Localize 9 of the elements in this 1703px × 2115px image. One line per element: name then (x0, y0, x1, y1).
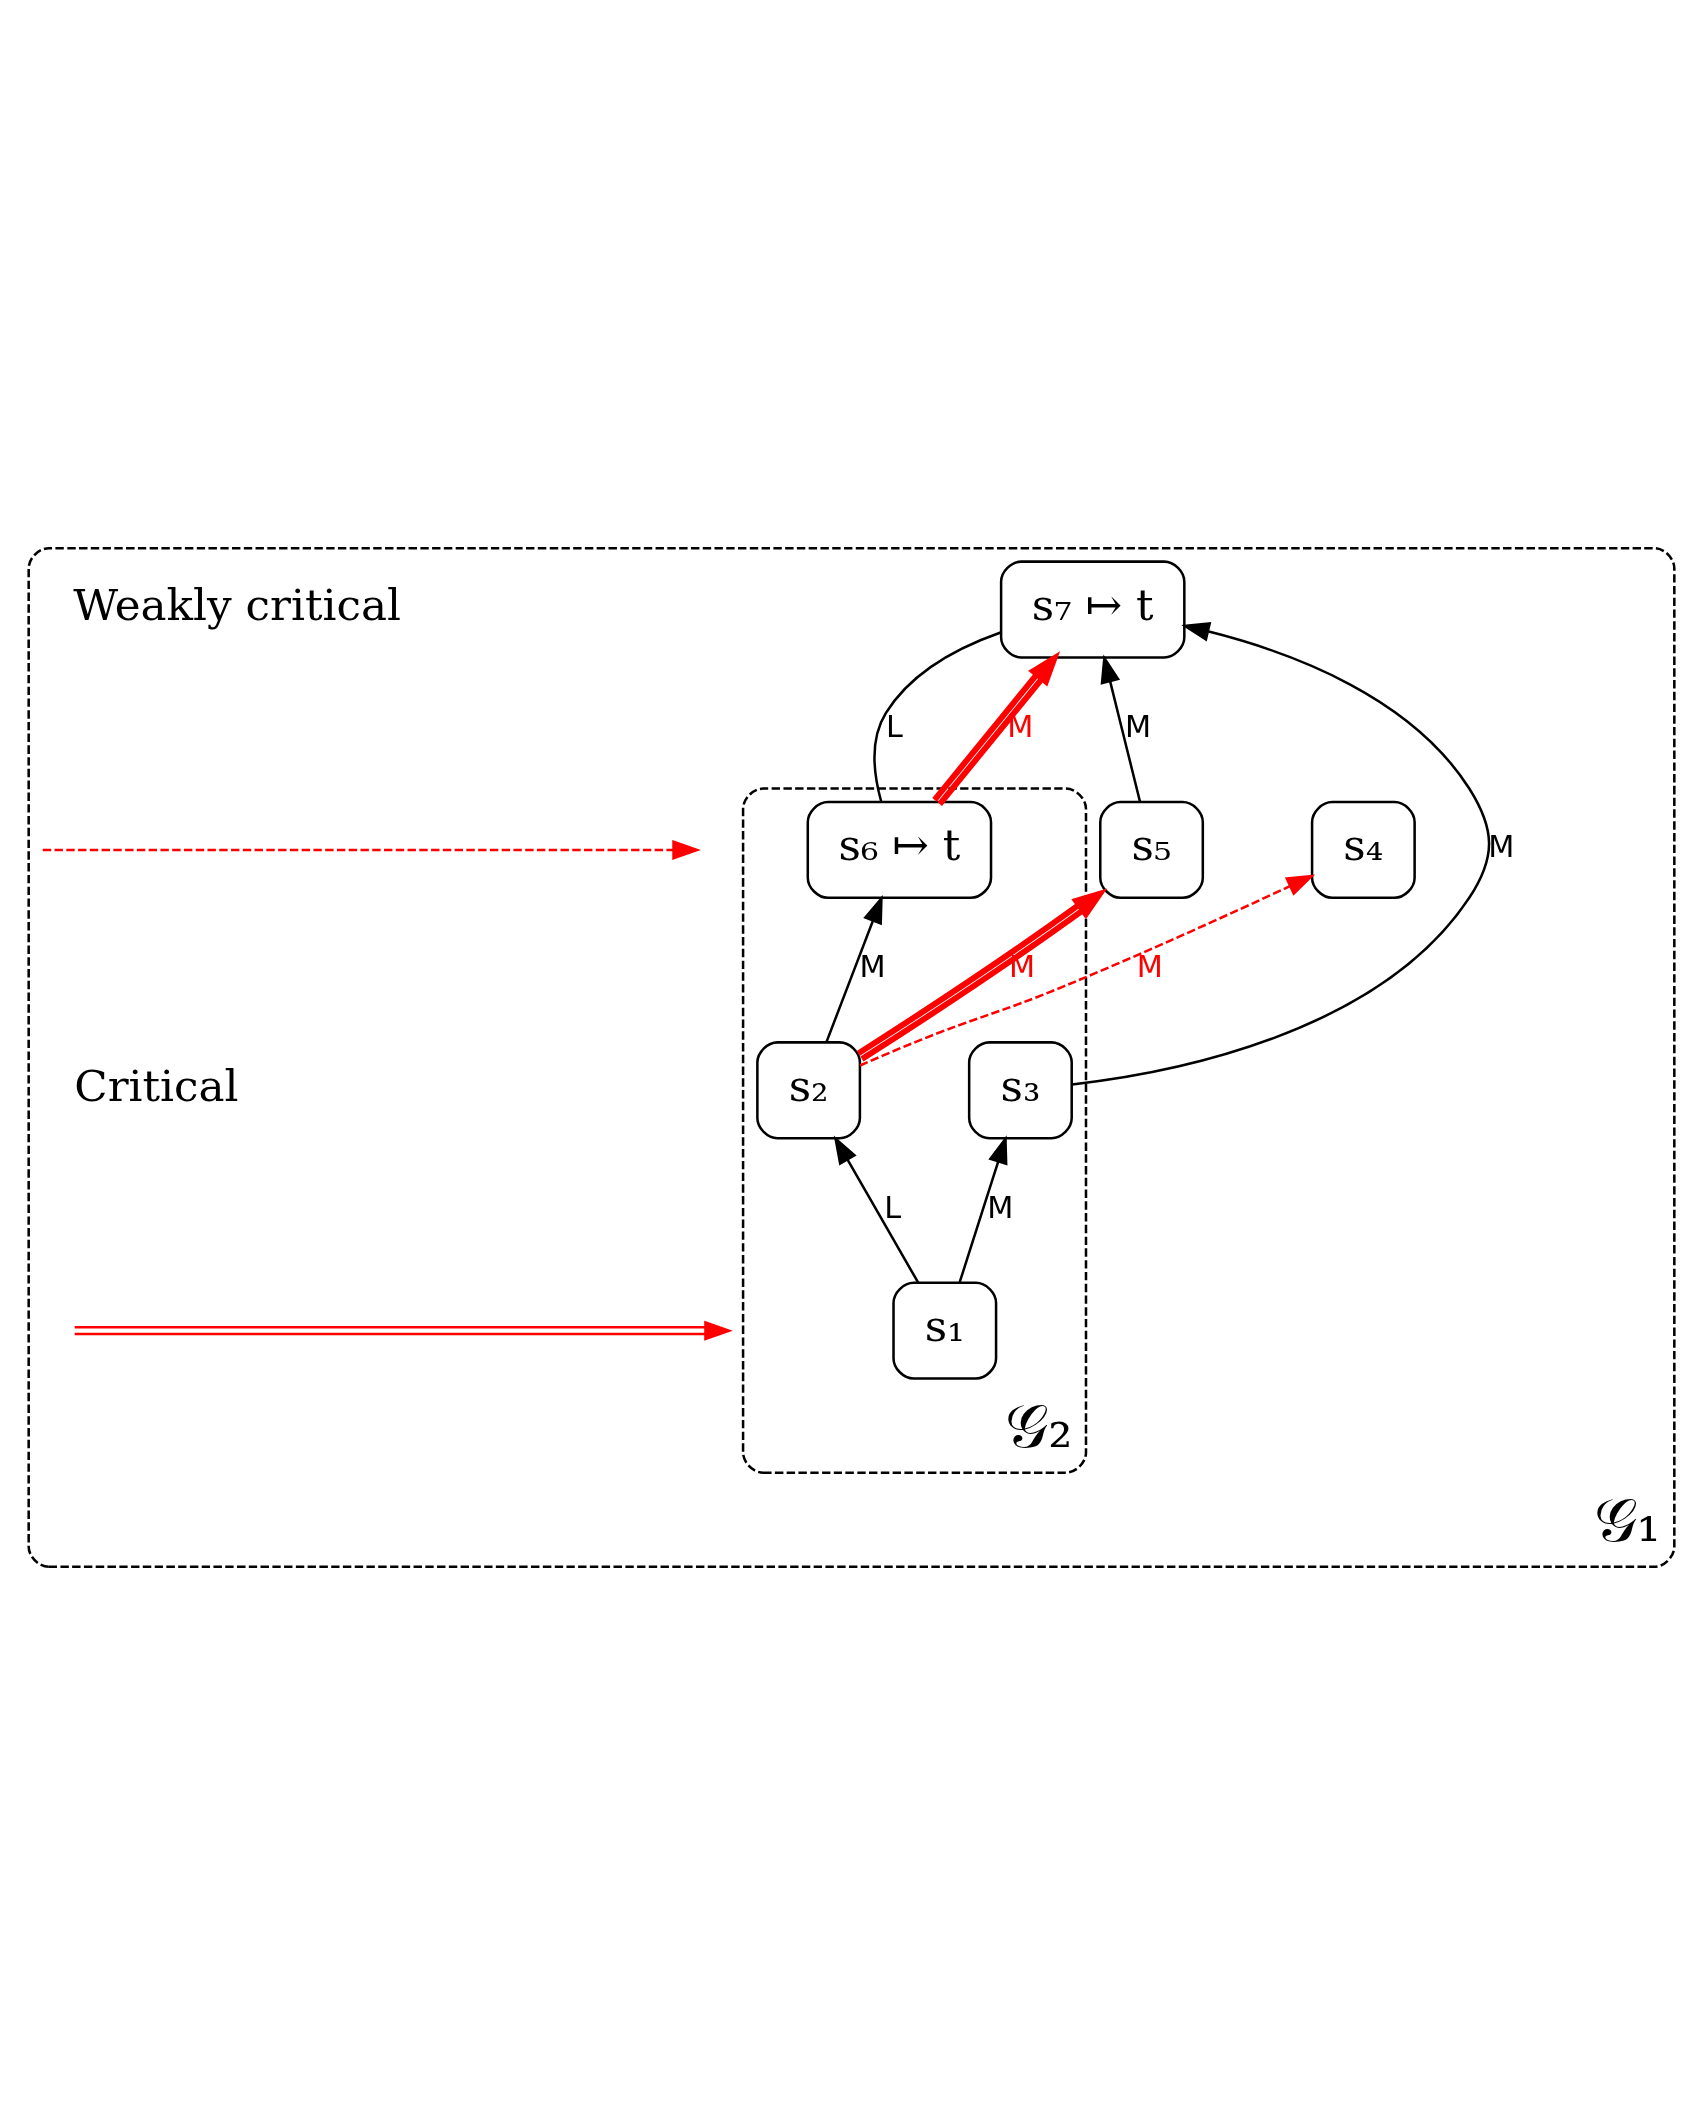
edge-label: L (885, 709, 903, 745)
edge-label: M (1125, 709, 1152, 745)
legend-label: Critical (74, 1059, 239, 1111)
edge-label: L (884, 1189, 902, 1225)
edge-label: M (1488, 829, 1515, 865)
edge-label: M (859, 949, 886, 985)
legend-label: Weakly critical (73, 579, 401, 631)
edge-label: M (1136, 949, 1163, 985)
edge-label: M (987, 1189, 1014, 1225)
